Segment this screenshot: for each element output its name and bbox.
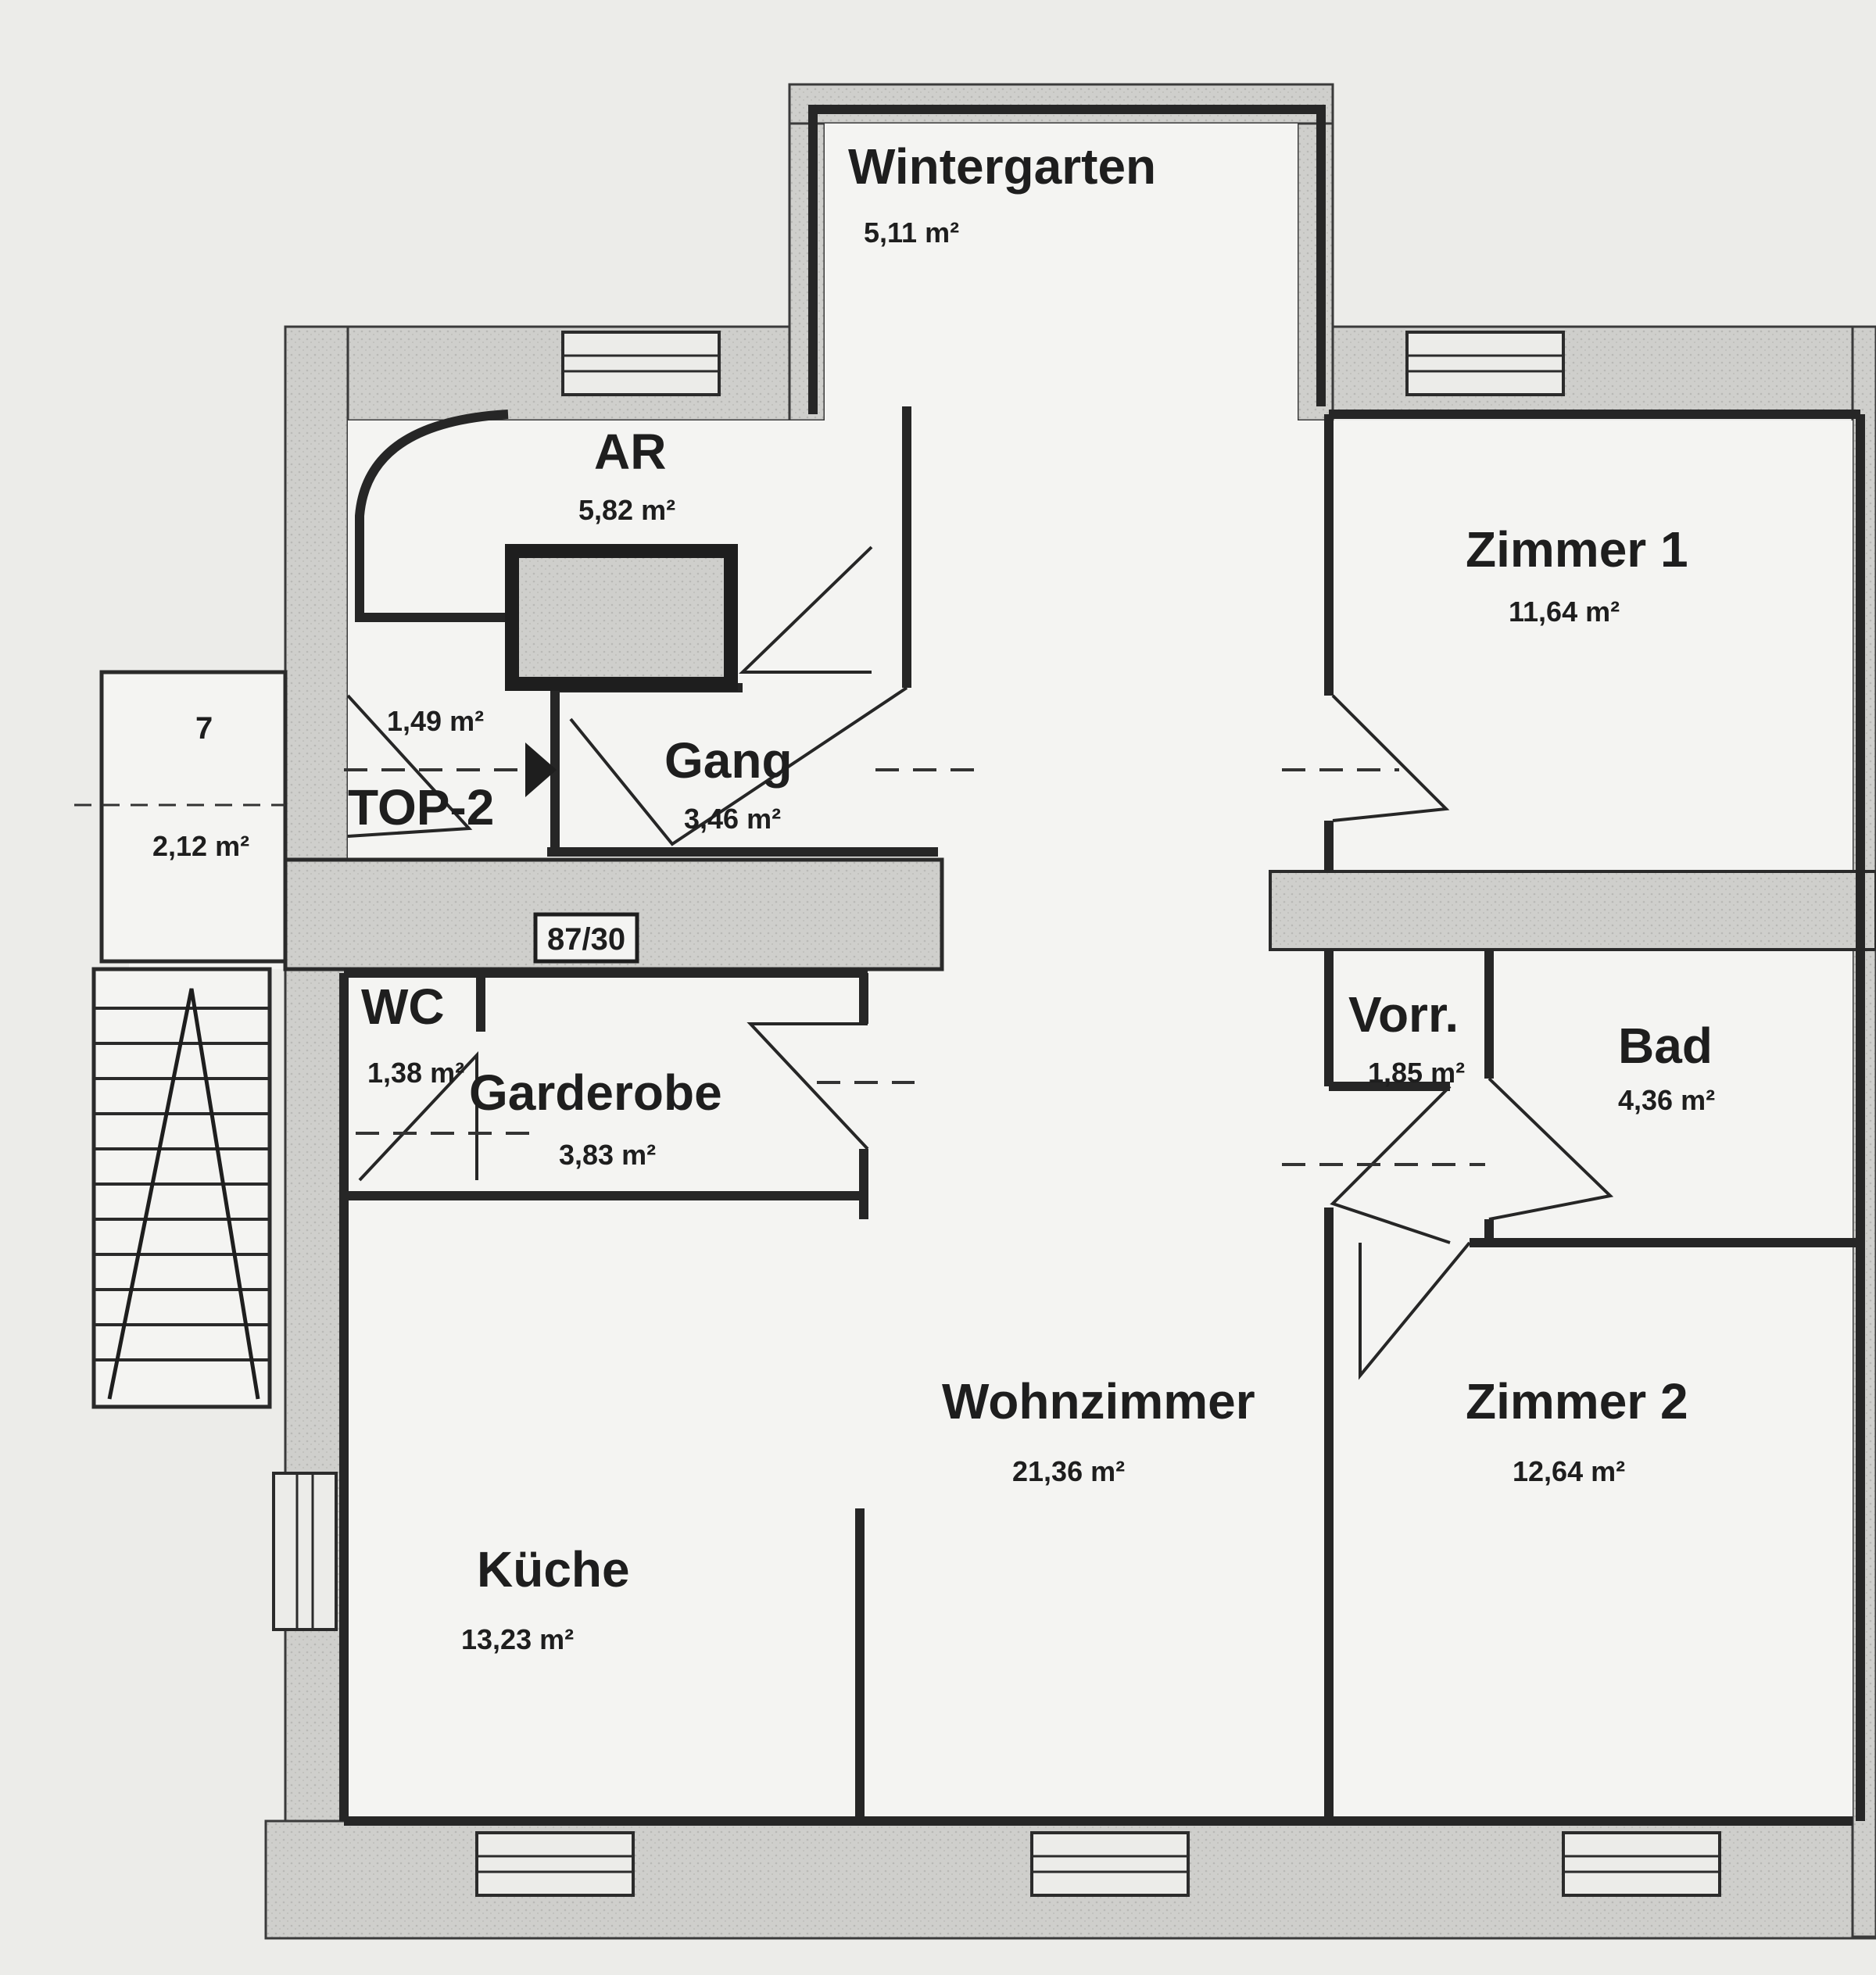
room-name-wc: WC: [361, 979, 445, 1035]
room-area-gang: 3,46 m²: [684, 803, 781, 835]
room-name-bad: Bad: [1618, 1018, 1713, 1074]
stair-mark: 7: [195, 711, 213, 746]
room-name-wohnzimmer: Wohnzimmer: [942, 1373, 1255, 1429]
beam-label: 87/30: [547, 922, 625, 957]
room-area-zimmer1: 11,64 m²: [1509, 596, 1620, 628]
room-area-entry: 1,49 m²: [387, 705, 484, 737]
landing-box: [99, 670, 288, 964]
window-mullions: [295, 354, 1720, 1873]
beam-band-right: [1269, 870, 1876, 951]
room-name-zimmer2: Zimmer 2: [1466, 1373, 1688, 1429]
room-name-kueche: Küche: [477, 1541, 630, 1598]
room-name-top: TOP-2: [348, 779, 494, 835]
room-area-vorr: 1,85 m²: [1368, 1057, 1465, 1089]
room-area-wc: 1,38 m²: [367, 1057, 464, 1089]
room-name-wintergarten: Wintergarten: [848, 138, 1156, 195]
room-name-gang: Gang: [664, 732, 793, 789]
walls: [339, 105, 1865, 1826]
room-name-zimmer1: Zimmer 1: [1466, 521, 1688, 578]
room-labels: Wintergarten 5,11 m² AR 5,82 m² 1,49 m² …: [152, 138, 1715, 1655]
room-area-bad: 4,36 m²: [1618, 1084, 1715, 1116]
stair-run-arrow: [107, 988, 260, 1400]
room-area-garderobe: 3,83 m²: [559, 1139, 656, 1171]
door-swings: [346, 546, 1614, 1380]
windows: [272, 331, 1721, 1897]
room-name-ar: AR: [594, 424, 666, 480]
room-area-ar: 5,82 m²: [578, 494, 675, 526]
room-area-wohnzimmer: 21,36 m²: [1012, 1455, 1125, 1487]
ar-curved-wall: [355, 410, 520, 622]
room-area-wintergarten: 5,11 m²: [864, 216, 959, 249]
room-name-garderobe: Garderobe: [469, 1064, 722, 1121]
room-area-landing: 2,12 m²: [152, 830, 249, 862]
door-centerlines: [344, 768, 1485, 1166]
room-area-zimmer2: 12,64 m²: [1513, 1455, 1625, 1487]
room-area-kueche: 13,23 m²: [461, 1623, 574, 1655]
beam-label-box: [533, 912, 639, 964]
room-name-vorr: Vorr.: [1348, 986, 1459, 1043]
entry-arrow-icon: [525, 742, 557, 797]
chimney-shaft: [505, 544, 738, 691]
